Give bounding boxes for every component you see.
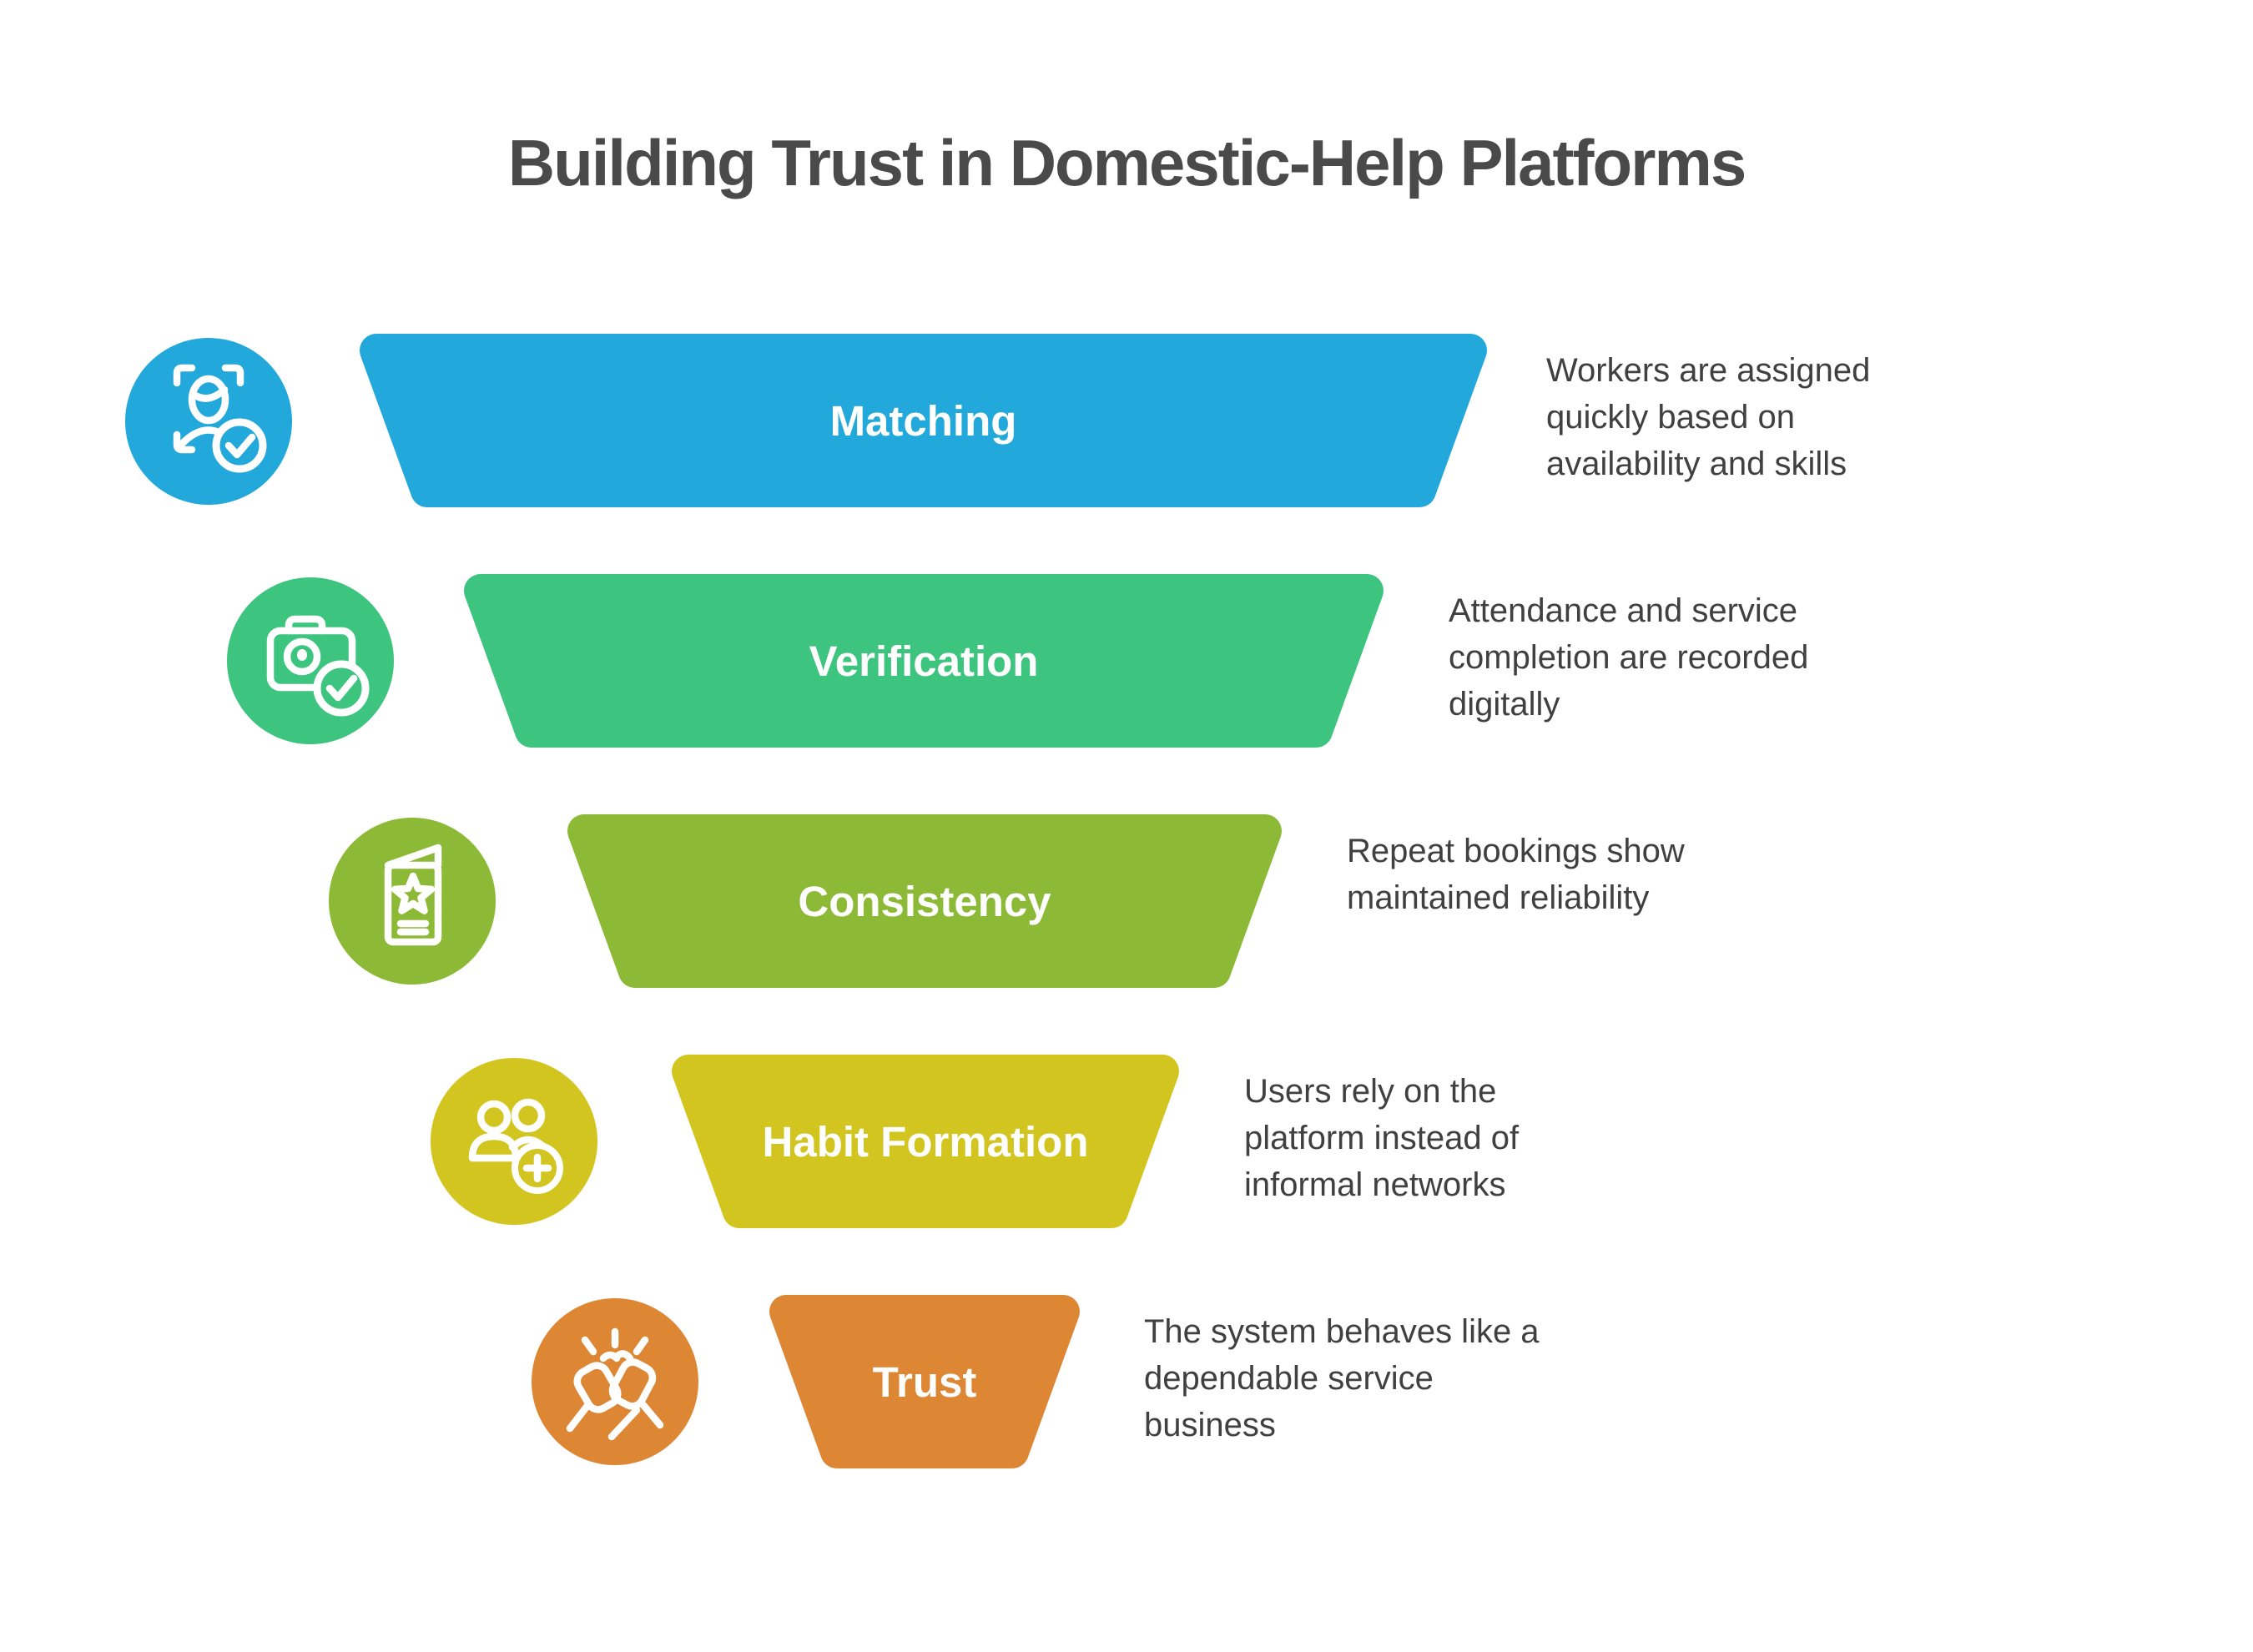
camera-check-icon bbox=[227, 577, 394, 744]
face-scan-check-icon bbox=[125, 338, 292, 505]
page-title: Building Trust in Domestic-Help Platform… bbox=[507, 126, 1747, 199]
stage-description: Workers are assigned quickly based on av… bbox=[1546, 352, 1871, 482]
stage-description: Users rely on the platform instead of in… bbox=[1244, 1073, 1520, 1203]
funnel-bar-verification: Verification bbox=[456, 574, 1391, 748]
funnel-bar-matching: Matching bbox=[352, 334, 1494, 507]
stage-description: The system behaves like a dependable ser… bbox=[1144, 1313, 1540, 1443]
funnel-bar-consistency: Consistency bbox=[560, 814, 1289, 988]
card-star-icon bbox=[329, 818, 496, 985]
fist-bump-icon bbox=[532, 1298, 698, 1465]
check-badge bbox=[212, 418, 267, 473]
users-add-icon bbox=[431, 1058, 597, 1225]
funnel-bar-trust: Trust bbox=[762, 1295, 1087, 1468]
stage-description: Attendance and service completion are re… bbox=[1449, 592, 1809, 723]
stage-description: Repeat bookings show maintained reliabil… bbox=[1347, 833, 1685, 916]
funnel-bar-habit-formation: Habit Formation bbox=[664, 1055, 1187, 1228]
